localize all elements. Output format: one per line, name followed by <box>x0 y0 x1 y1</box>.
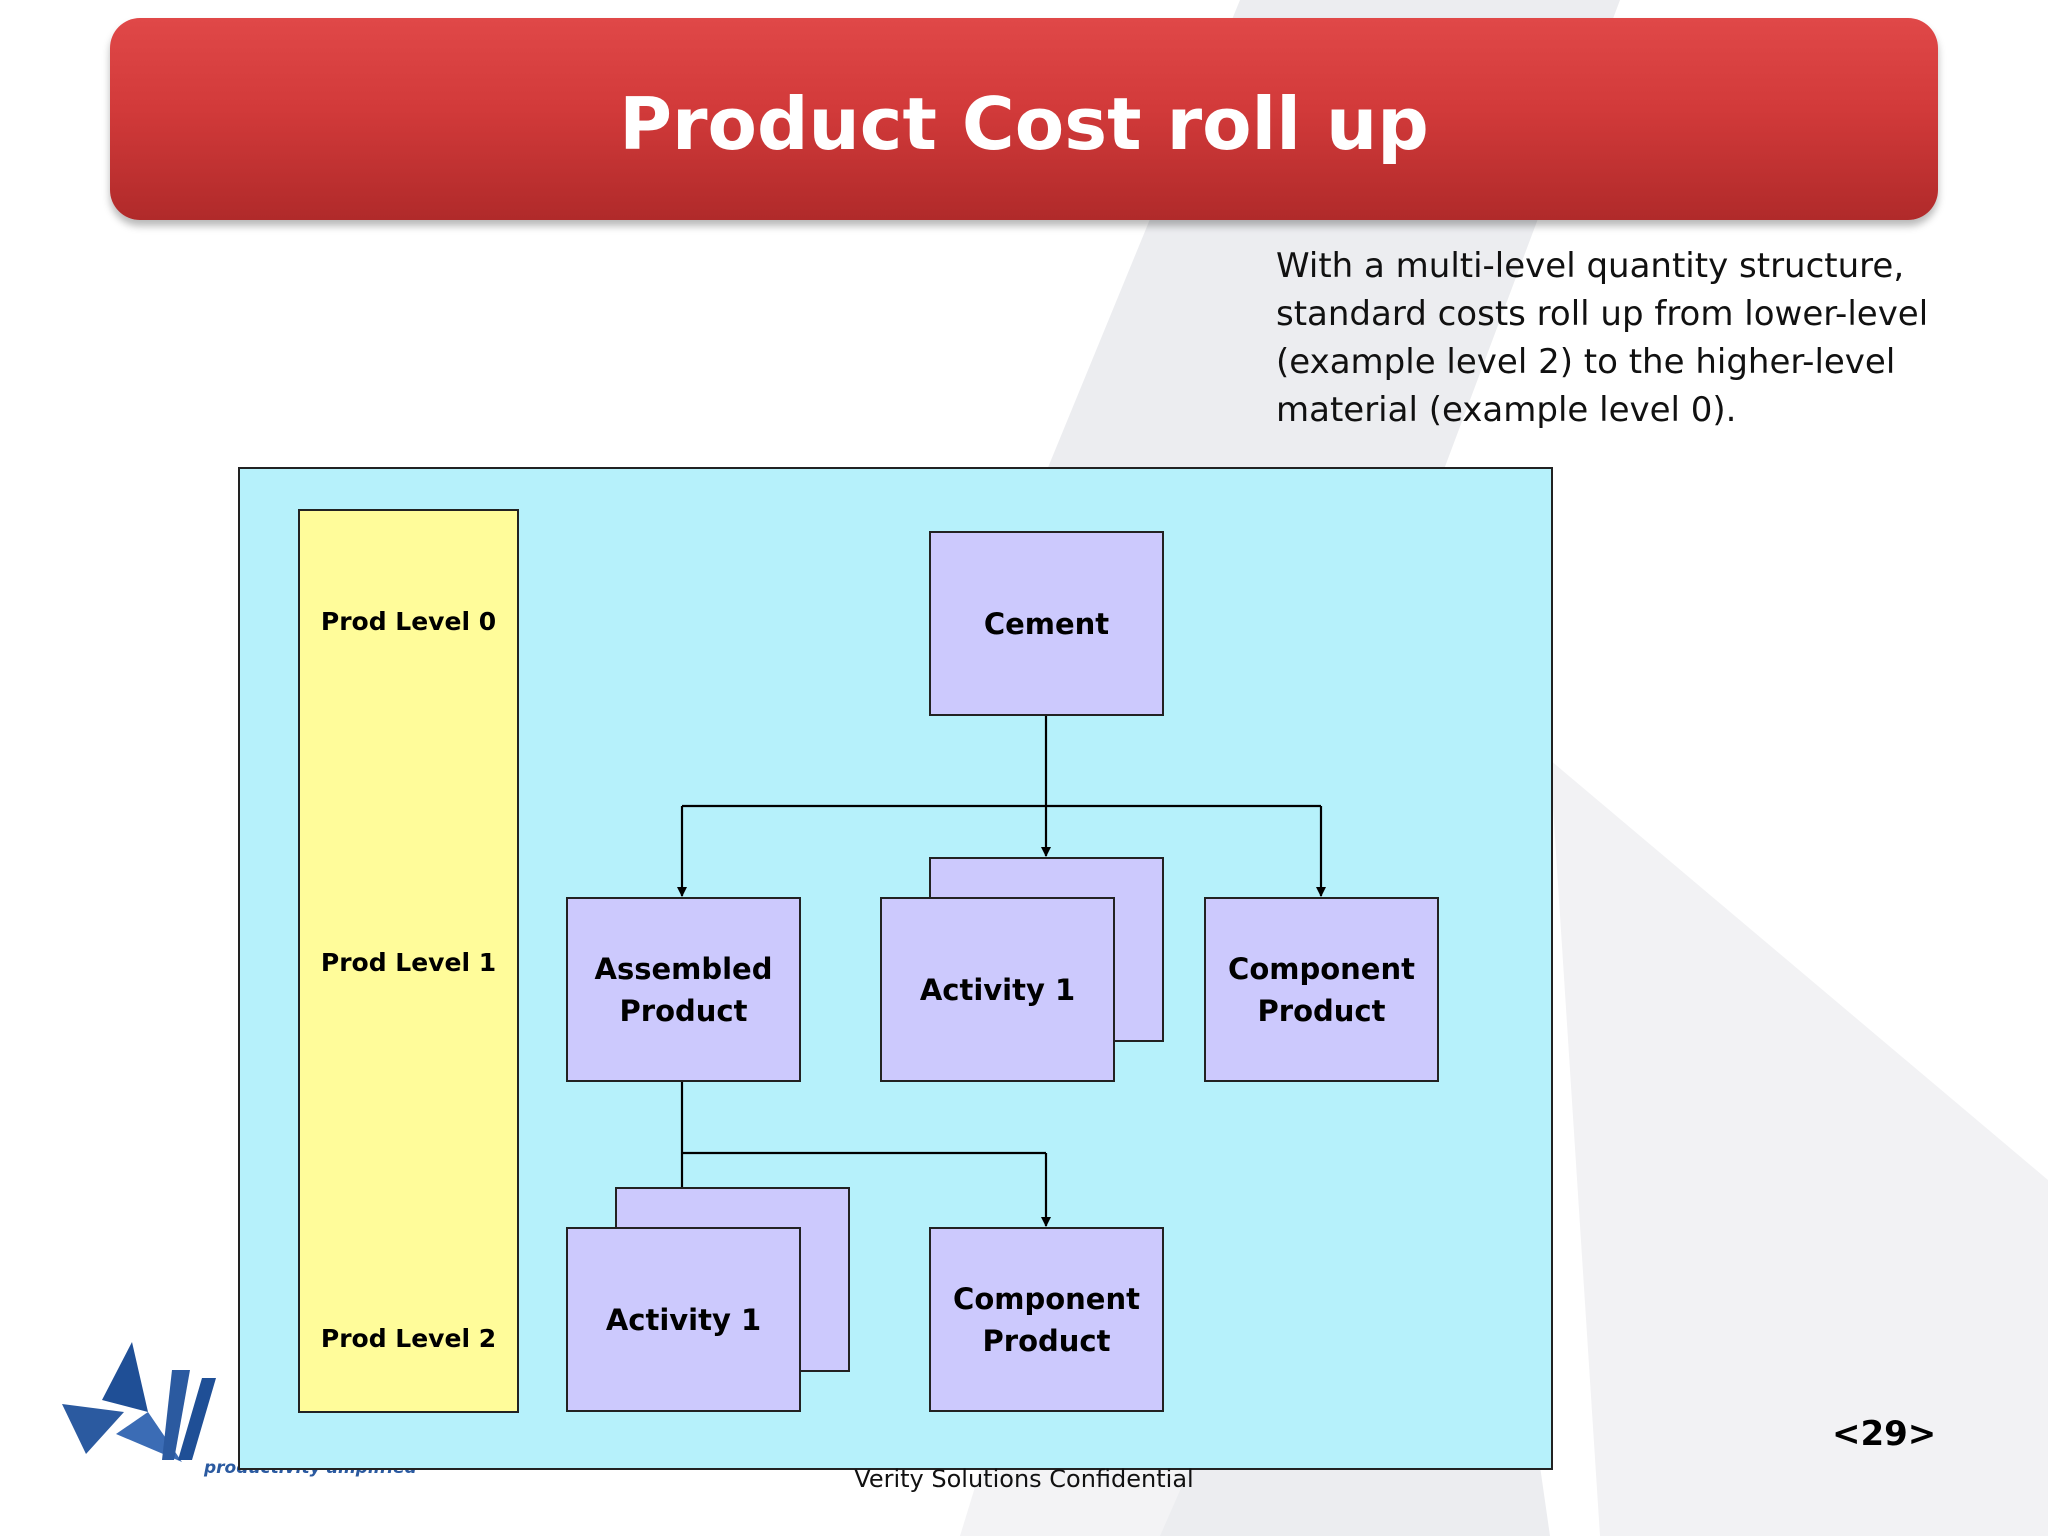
node-component-product: Component Product <box>1204 897 1439 1082</box>
node-label-line: Component <box>1228 951 1415 986</box>
title-bar: Product Cost roll up <box>110 18 1938 220</box>
node-activity-level1: Activity 1 <box>880 897 1115 1082</box>
node-label-line: Product <box>1257 993 1386 1028</box>
node-label: Cement <box>983 606 1110 641</box>
node-label: Activity 1 <box>605 1302 762 1337</box>
page-number: <29> <box>1832 1414 1937 1454</box>
node-assembled-product: Assembled Product <box>566 897 801 1082</box>
description-line: With a multi-level quantity structure, <box>1276 246 1905 286</box>
description-line: material (example level 0). <box>1276 390 1737 430</box>
description-text: With a multi-level quantity structure, s… <box>1276 242 2016 434</box>
node-component-product-level2: Component Product <box>929 1227 1164 1412</box>
node-label-line: Component <box>953 1281 1140 1316</box>
node-label-line: Product <box>982 1323 1111 1358</box>
level-label-1: Prod Level 1 <box>320 948 497 977</box>
slide-title: Product Cost roll up <box>619 82 1429 166</box>
node-label-line: Product <box>619 993 748 1028</box>
description-line: standard costs roll up from lower-level <box>1276 294 1929 334</box>
level-label-0: Prod Level 0 <box>320 607 497 636</box>
node-cement: Cement <box>929 531 1164 716</box>
footer-confidential: Verity Solutions Confidential <box>854 1465 1194 1493</box>
node-label: Activity 1 <box>919 972 1076 1007</box>
level-label-2: Prod Level 2 <box>320 1324 497 1353</box>
node-label-line: Assembled <box>594 951 773 986</box>
level-column: Prod Level 0 Prod Level 1 Prod Level 2 <box>298 509 519 1413</box>
company-logo <box>62 1342 216 1462</box>
node-activity-level2: Activity 1 <box>566 1227 801 1412</box>
description-line: (example level 2) to the higher-level <box>1276 342 1896 382</box>
